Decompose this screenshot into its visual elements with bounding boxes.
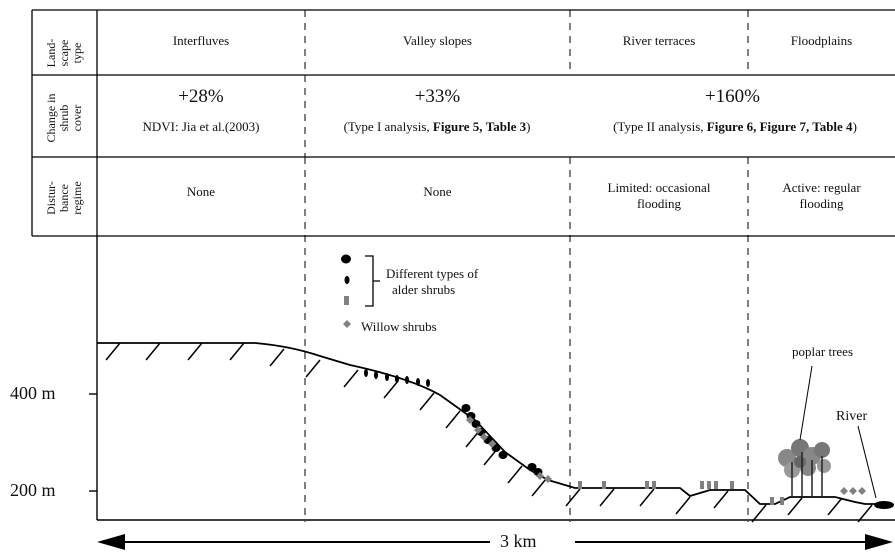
legend-bracket: [365, 255, 380, 307]
table-grid: [31, 9, 895, 237]
hatch-mark: [599, 488, 615, 507]
willow-shrub: [488, 440, 496, 448]
willow-shrub: [840, 487, 848, 495]
poplar-trees-label: poplar trees: [792, 344, 854, 359]
hatch-mark: [751, 504, 767, 523]
legend-alder-bar-symbol: [344, 296, 349, 305]
elevation-200-label: 200 m: [10, 480, 56, 500]
alder-shrub-bar: [700, 481, 704, 489]
leader-lines: [799, 365, 877, 499]
alder-shrub-bar: [602, 481, 606, 489]
alder-shrub-narrow: [364, 369, 368, 377]
source-valley-slopes: (Type I analysis, Figure 5, Table 3): [343, 119, 531, 134]
source-interfluves: NDVI: Jia et al.(2003): [142, 119, 260, 134]
alder-shrub-bar: [578, 481, 582, 489]
hatch-mark: [105, 342, 121, 361]
willow-shrub: [480, 433, 488, 441]
hatch-mark: [445, 410, 461, 429]
legend-alder-narrow-symbol: [344, 276, 350, 284]
hatch-mark: [857, 504, 873, 523]
willow-shrub: [849, 487, 857, 495]
alder-shrub-bar: [714, 481, 718, 489]
elevation-400-label: 400 m: [10, 383, 56, 403]
disturbance-valley-slopes: None: [423, 184, 452, 199]
alder-shrub-narrow: [426, 379, 430, 387]
hatch-mark: [675, 496, 691, 515]
change-terraces-floodplains: +160%: [704, 86, 761, 107]
alder-shrub-narrow: [416, 378, 420, 386]
header-interfluves: Interfluves: [172, 33, 230, 48]
header-floodplains: Floodplains: [790, 33, 853, 48]
hatch-mark: [531, 478, 547, 497]
alder-shrub-round: [461, 404, 471, 412]
hatch-mark: [507, 465, 523, 484]
distance-arrow: [97, 534, 893, 550]
willow-shrub: [858, 487, 866, 495]
alder-shrub-bar: [770, 497, 774, 505]
willow-shrub: [544, 475, 552, 483]
profile-frame: [96, 236, 895, 521]
legend-alder-label: Different types of alder shrubs: [386, 266, 479, 297]
hatch-mark: [639, 488, 655, 507]
terrain-profile: [97, 342, 893, 505]
legend-willow-label: Willow shrubs: [361, 319, 437, 334]
alder-shrub-bar: [730, 481, 734, 489]
alder-shrub-round: [471, 420, 481, 428]
alder-shrub-round: [527, 463, 537, 471]
river-label: River: [836, 409, 868, 424]
hatch-mark: [343, 369, 359, 388]
hatch-mark: [383, 380, 399, 399]
hatch-mark: [187, 342, 203, 361]
willow-shrub: [466, 416, 474, 424]
legend-alder-round-symbol: [341, 254, 351, 264]
hatch-mark: [419, 392, 435, 411]
hatch-mark: [145, 342, 161, 361]
change-interfluves: +28%: [178, 86, 224, 107]
column-dividers: [304, 10, 749, 522]
hatch-mark: [565, 488, 581, 507]
poplar-trees: [778, 439, 831, 498]
alder-shrub-narrow: [374, 371, 378, 379]
source-terraces-floodplains: (Type II analysis, Figure 6, Figure 7, T…: [613, 119, 857, 134]
alder-shrub-bar: [645, 481, 649, 489]
change-valley-slopes: +33%: [414, 86, 461, 107]
alder-shrub-bar: [707, 481, 711, 489]
alder-shrub-bar: [652, 481, 656, 489]
alder-shrub-narrow: [405, 376, 409, 384]
header-river-terraces: River terraces: [622, 33, 696, 48]
shrub-symbols: [341, 254, 866, 505]
alder-shrub-narrow: [395, 375, 399, 383]
willow-shrub: [474, 426, 482, 434]
legend-willow-symbol: [343, 320, 351, 328]
disturbance-interfluves: None: [186, 184, 216, 199]
hatch-mark: [787, 497, 803, 516]
terrain-hatching: [105, 342, 873, 523]
willow-shrub: [536, 472, 544, 480]
alder-shrub-narrow: [385, 373, 389, 381]
hatch-mark: [229, 342, 245, 361]
river-symbol: [874, 501, 894, 509]
hatch-mark: [713, 490, 729, 509]
header-valley-slopes: Valley slopes: [403, 33, 472, 48]
alder-shrub-bar: [780, 497, 784, 505]
elevation-ticks: [89, 393, 97, 492]
hatch-mark: [269, 348, 285, 367]
alder-shrub-round: [498, 451, 508, 459]
distance-label: 3 km: [500, 531, 537, 551]
hatch-mark: [305, 359, 321, 378]
hatch-mark: [827, 497, 843, 516]
